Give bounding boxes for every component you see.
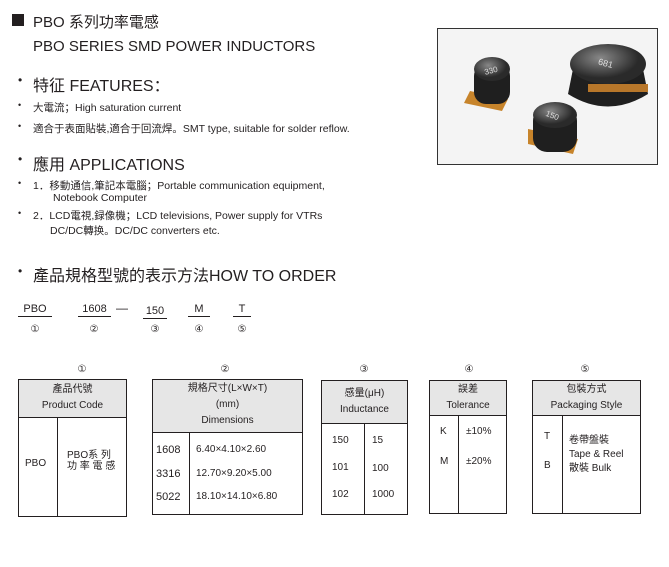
column-divider bbox=[364, 424, 365, 514]
circled-number: ① bbox=[77, 364, 87, 375]
circled-number: ④ bbox=[194, 324, 204, 335]
circled-number: ⑤ bbox=[580, 364, 590, 375]
product-desc: PBO系 列 功 率 電 感 bbox=[67, 450, 115, 472]
features-heading: 特征 FEATURES： bbox=[33, 78, 170, 95]
tol-value: ±10% bbox=[466, 426, 492, 437]
inductor-marking: 681 bbox=[597, 57, 614, 71]
inductor-small: 330 bbox=[464, 57, 510, 111]
order-dash: — bbox=[116, 301, 128, 315]
tol-value: ±20% bbox=[466, 456, 492, 467]
ind-value: 100 bbox=[372, 463, 389, 474]
bullet-icon: • bbox=[18, 178, 22, 188]
tol-code: M bbox=[440, 456, 449, 467]
order-part-tolerance: M bbox=[188, 303, 210, 317]
inductance-table: 感量(μH) Inductance 150 15 101 100 102 100… bbox=[321, 380, 408, 515]
table-header: 產品代號 Product Code bbox=[19, 380, 126, 418]
table-header: 包裝方式 Packaging Style bbox=[533, 381, 640, 416]
header-cn: 誤差 bbox=[458, 384, 478, 395]
column-divider bbox=[189, 433, 190, 514]
title-en: PBO SERIES SMD POWER INDUCTORS bbox=[33, 38, 316, 55]
pack-code: T bbox=[544, 431, 551, 442]
header-en: Packaging Style bbox=[550, 400, 623, 411]
table-header: 誤差 Tolerance bbox=[430, 381, 506, 416]
tol-code: K bbox=[440, 426, 447, 437]
ind-value: 1000 bbox=[372, 489, 395, 500]
packaging-table: 包裝方式 Packaging Style T B 卷帶盤裝 Tape & Ree… bbox=[532, 380, 641, 514]
header-unit: (mm) bbox=[215, 399, 240, 410]
column-divider bbox=[57, 418, 58, 516]
dim-code: 5022 bbox=[156, 491, 181, 503]
bullet-icon: • bbox=[18, 208, 22, 218]
applications-heading: 應用 APPLICATIONS bbox=[33, 157, 185, 174]
inductor-photo-image: 330 681 150 bbox=[464, 44, 648, 154]
pack-line: 散裝 Bulk bbox=[569, 463, 612, 474]
dim-code: 1608 bbox=[156, 444, 181, 456]
bullet-icon: • bbox=[18, 100, 22, 110]
application-item-cont: Notebook Computer bbox=[53, 192, 147, 204]
column-divider bbox=[458, 416, 459, 513]
desc-line: PBO系 列 bbox=[67, 450, 111, 461]
header-cn: 感量(μH) bbox=[344, 388, 385, 399]
header-cn: 包裝方式 bbox=[566, 384, 607, 395]
order-part-inductance: 150 bbox=[143, 305, 167, 319]
inductor-large: 681 bbox=[568, 44, 648, 107]
bullet-icon: • bbox=[18, 264, 23, 278]
circled-number: ④ bbox=[464, 364, 474, 375]
application-item: 2．LCD電視,録像機；LCD televisions, Power suppl… bbox=[33, 210, 323, 222]
pack-code: B bbox=[544, 460, 551, 471]
circled-number: ③ bbox=[150, 324, 160, 335]
order-part-packaging: T bbox=[233, 303, 251, 317]
dim-value: 12.70×9.20×5.00 bbox=[196, 468, 272, 479]
dim-value: 18.10×14.10×6.80 bbox=[196, 491, 278, 502]
pack-line: 卷帶盤裝 bbox=[569, 435, 609, 446]
inductor-marking: 330 bbox=[483, 65, 499, 77]
ind-code: 101 bbox=[332, 462, 349, 473]
feature-item: 適合于表面貼裝,適合于回流焊。SMT type, suitable for so… bbox=[33, 123, 350, 135]
circled-number: ② bbox=[89, 324, 99, 335]
pack-line: Tape & Reel bbox=[569, 449, 624, 460]
header-en: Product Code bbox=[41, 400, 104, 411]
bullet-icon: • bbox=[18, 121, 22, 131]
pack-desc: 卷帶盤裝 Tape & Reel 散裝 Bulk bbox=[569, 434, 623, 476]
product-code: PBO bbox=[25, 458, 47, 469]
product-code-table: 產品代號 Product Code PBO PBO系 列 功 率 電 感 bbox=[18, 379, 127, 517]
order-heading: 產品規格型號的表示方法HOW TO ORDER bbox=[33, 268, 337, 285]
circled-number: ⑤ bbox=[237, 324, 247, 335]
bullet-icon: • bbox=[18, 73, 23, 87]
header-en: Tolerance bbox=[446, 400, 490, 411]
title-cn: PBO 系列功率電感 bbox=[33, 14, 159, 31]
header-cn: 規格尺寸(L×W×T) bbox=[187, 383, 268, 394]
header-cn: 產品代號 bbox=[52, 384, 93, 395]
order-part-series: PBO bbox=[18, 303, 52, 317]
column-divider bbox=[562, 416, 563, 513]
header-en: Dimensions bbox=[201, 415, 254, 426]
feature-item: 大電流；High saturation current bbox=[33, 102, 182, 114]
bullet-icon: • bbox=[18, 152, 23, 166]
application-item-cont: DC/DC轉换。DC/DC converters etc. bbox=[50, 225, 220, 237]
square-bullet-icon bbox=[12, 14, 24, 26]
table-header: 感量(μH) Inductance bbox=[322, 381, 407, 424]
circled-number: ③ bbox=[359, 364, 369, 375]
circled-number: ② bbox=[220, 364, 230, 375]
header-en: Inductance bbox=[340, 404, 389, 415]
order-part-dimension: 1608 bbox=[78, 303, 111, 317]
table-header: 規格尺寸(L×W×T) (mm) Dimensions bbox=[153, 380, 302, 433]
ind-code: 102 bbox=[332, 489, 349, 500]
circled-number: ① bbox=[30, 324, 40, 335]
dim-code: 3316 bbox=[156, 468, 181, 480]
product-photo: 330 681 150 bbox=[437, 28, 658, 165]
inductor-medium: 150 bbox=[528, 102, 578, 154]
inductor-marking: 150 bbox=[544, 109, 560, 122]
dimensions-table: 規格尺寸(L×W×T) (mm) Dimensions 1608 6.40×4.… bbox=[152, 379, 303, 515]
desc-line: 功 率 電 感 bbox=[67, 461, 116, 472]
tolerance-table: 誤差 Tolerance K ±10% M ±20% bbox=[429, 380, 507, 514]
dim-value: 6.40×4.10×2.60 bbox=[196, 444, 267, 455]
application-item: 1．移動通信,筆記本電腦；Portable communication equi… bbox=[33, 180, 325, 192]
ind-value: 15 bbox=[372, 435, 384, 446]
ind-code: 150 bbox=[332, 435, 349, 446]
